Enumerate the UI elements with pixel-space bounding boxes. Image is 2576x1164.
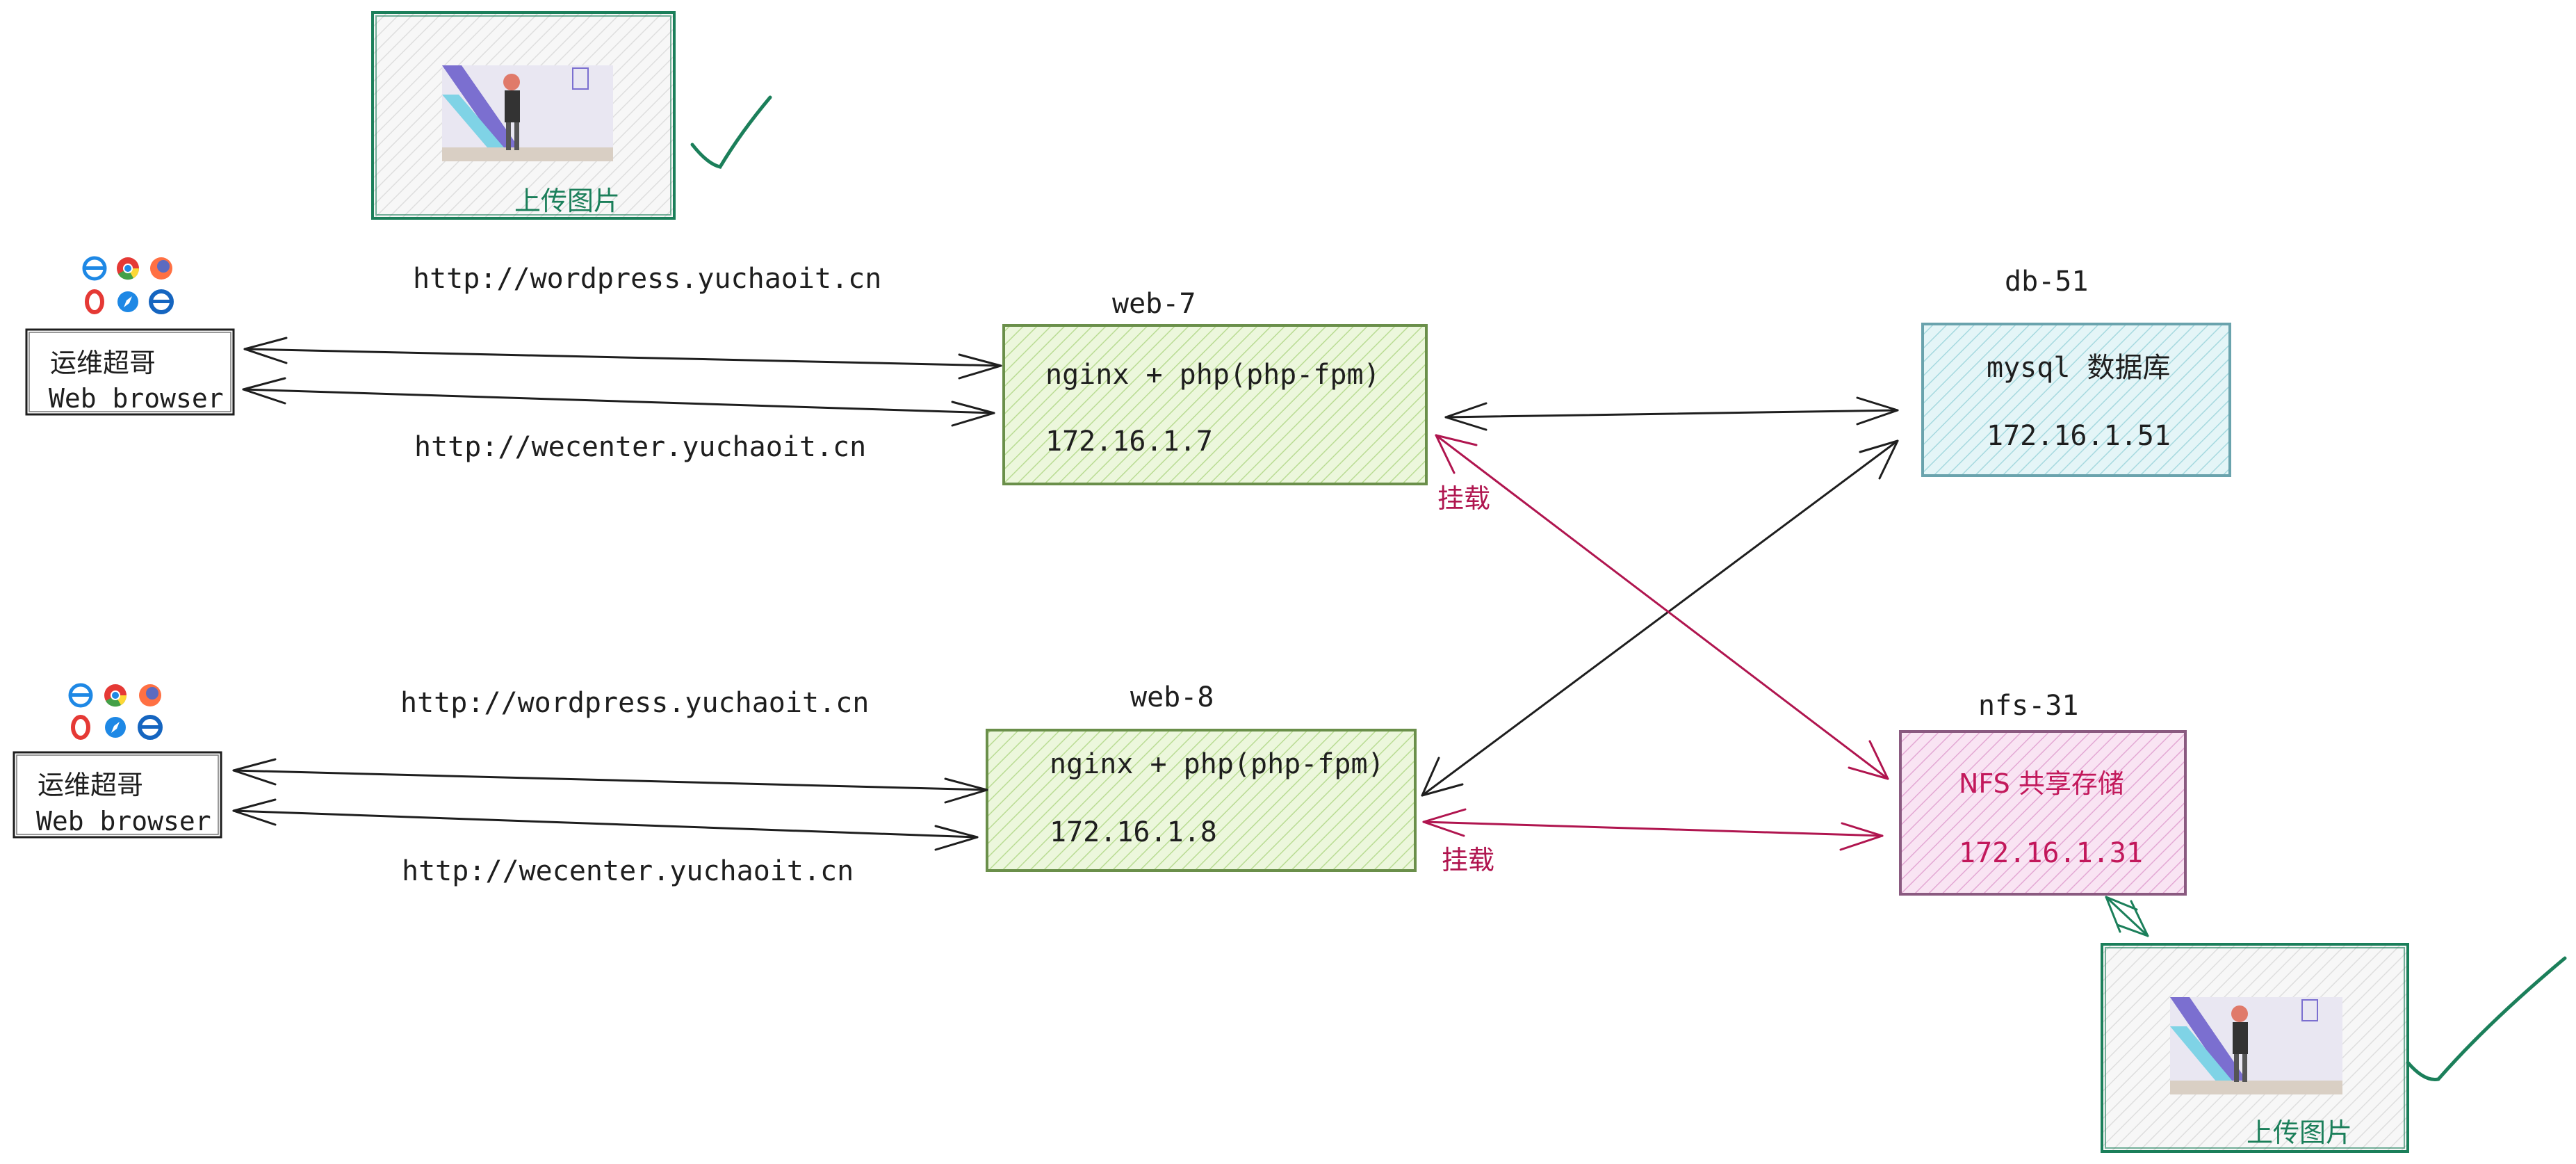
- safari-icon: [105, 717, 126, 738]
- db-server-box: mysql 数据库 172.16.1.51: [1921, 323, 2231, 477]
- chrome-icon: [104, 684, 127, 707]
- upload-image-card-bottom: 上传图片: [2101, 943, 2409, 1153]
- firefox-icon: [150, 257, 172, 280]
- db-service: mysql 数据库: [1987, 352, 2171, 384]
- client-browser-box-top: 运维超哥 Web browser: [25, 328, 235, 416]
- checkmark-icon: [2406, 956, 2567, 1081]
- opera-icon: [71, 715, 90, 740]
- upload-label: 上传图片: [514, 186, 620, 216]
- web7-ip: 172.16.1.7: [1045, 426, 1213, 458]
- http-arrows-bottom: [232, 758, 988, 851]
- nfs-upload-link-arrow: [2105, 896, 2149, 937]
- nfs-ip: 172.16.1.31: [1959, 837, 2143, 869]
- upload-image-card-top: 上传图片: [371, 11, 676, 220]
- firefox-icon: [139, 684, 161, 706]
- browser-icons-bottom: [68, 683, 163, 740]
- url-wordpress-bottom: http://wordpress.yuchaoit.cn: [400, 687, 869, 719]
- ie-icon: [68, 683, 93, 708]
- client-user-label: 运维超哥: [50, 348, 156, 378]
- uploaded-photo-thumbnail: [2170, 997, 2342, 1094]
- uploaded-photo-thumbnail: [442, 65, 613, 161]
- nfs-server-box: NFS 共享存储 172.16.1.31: [1899, 730, 2187, 896]
- nfs-title: nfs-31: [1978, 690, 2079, 722]
- web8-title: web-8: [1130, 681, 1214, 713]
- db-title: db-51: [2005, 266, 2088, 298]
- web8-ip: 172.16.1.8: [1050, 816, 1217, 848]
- web7-title: web-7: [1112, 288, 1196, 320]
- url-wordpress-top: http://wordpress.yuchaoit.cn: [413, 263, 881, 295]
- url-wecenter-top: http://wecenter.yuchaoit.cn: [414, 431, 866, 463]
- browser-icons-top: [82, 256, 174, 314]
- mount-label-web7: 挂载: [1437, 483, 1490, 514]
- ie-icon: [82, 256, 107, 281]
- web8-service: nginx + php(php-fpm): [1050, 748, 1385, 780]
- client-browser-label: Web browser: [49, 383, 224, 414]
- mount-label-web8: 挂载: [1442, 845, 1494, 875]
- http-arrows-top: [242, 337, 1002, 427]
- db-connection-arrows: [1421, 396, 1899, 797]
- web7-server-box: nginx + php(php-fpm) 172.16.1.7: [1002, 324, 1428, 485]
- client-user-label: 运维超哥: [38, 770, 143, 800]
- safari-icon: [117, 291, 138, 312]
- upload-label: 上传图片: [2247, 1117, 2352, 1148]
- url-wecenter-bottom: http://wecenter.yuchaoit.cn: [402, 855, 854, 887]
- edge-icon: [138, 715, 163, 740]
- chrome-icon: [117, 257, 140, 280]
- edge-icon: [149, 289, 174, 314]
- nfs-service: NFS 共享存储: [1959, 768, 2124, 799]
- nfs-mount-arrows: [1422, 434, 1889, 851]
- web7-service: nginx + php(php-fpm): [1045, 359, 1380, 391]
- client-browser-box-bottom: 运维超哥 Web browser: [13, 751, 222, 839]
- checkmark-icon: [690, 95, 772, 169]
- opera-icon: [85, 289, 104, 314]
- web8-server-box: nginx + php(php-fpm) 172.16.1.8: [986, 729, 1417, 872]
- db-ip: 172.16.1.51: [1987, 420, 2171, 452]
- client-browser-label: Web browser: [36, 806, 211, 836]
